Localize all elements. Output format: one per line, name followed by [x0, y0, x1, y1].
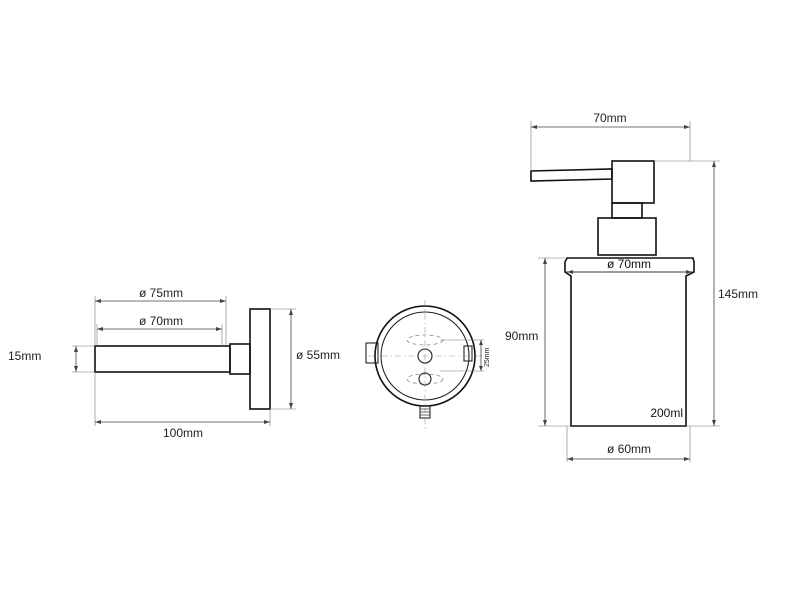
label-body-top-diameter: ø 70mm [607, 257, 651, 271]
label-diameter-75: ø 75mm [139, 286, 183, 300]
holder-flange [249, 308, 271, 410]
label-body-height: 90mm [505, 329, 538, 343]
front-view: 25mm [365, 300, 491, 432]
label-flange-diameter: ø 55mm [296, 348, 340, 362]
side-view: ø 75mm ø 70mm 15mm ø 55mm 100mm [8, 286, 340, 440]
label-length: 100mm [163, 426, 203, 440]
holder-rod [94, 345, 231, 373]
label-capacity: 200ml [650, 406, 683, 420]
label-thickness: 15mm [8, 349, 41, 363]
mounting-hole-upper [417, 348, 433, 364]
plate-stub-left [365, 342, 379, 364]
mounting-slot-lower [406, 373, 444, 385]
label-diameter-70: ø 70mm [139, 314, 183, 328]
mounting-hole-lower [418, 372, 432, 386]
dispenser-view: 70mm ø 70mm 90mm 145mm 200ml ø 60mm [505, 111, 758, 462]
pump-nozzle [530, 168, 613, 182]
pump-neck [611, 202, 643, 219]
label-pump-width: 70mm [593, 111, 626, 125]
label-hole-spacing: 25mm [484, 347, 491, 367]
pump-head [611, 160, 655, 204]
bottle-body [564, 257, 695, 427]
holder-collar [229, 343, 251, 375]
label-total-height: 145mm [718, 287, 758, 301]
pump-collar [597, 217, 657, 256]
label-base-diameter: ø 60mm [607, 442, 651, 456]
